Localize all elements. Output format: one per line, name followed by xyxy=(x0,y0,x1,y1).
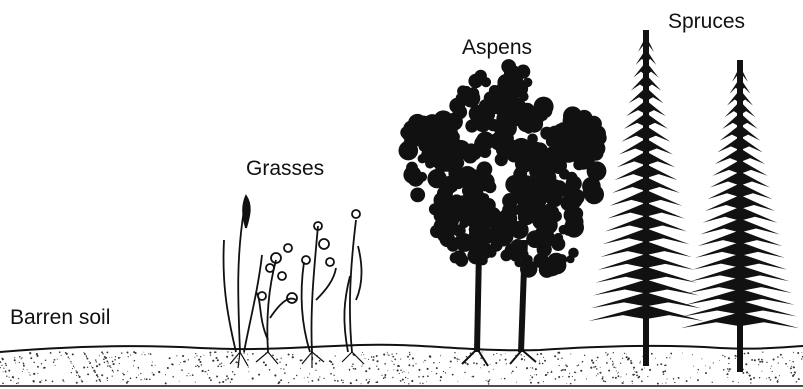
grasses-group xyxy=(224,196,365,368)
spruce-tree xyxy=(680,60,799,372)
barren-soil-label: Barren soil xyxy=(10,306,110,330)
aspen-canopy xyxy=(399,59,607,278)
spruces-group xyxy=(588,30,799,372)
grass-plant xyxy=(342,210,364,364)
aspens-label: Aspens xyxy=(462,36,532,60)
aspen-roots xyxy=(462,350,536,366)
aspens-group xyxy=(399,59,607,366)
aspen-trunk xyxy=(474,250,482,352)
grass-plant xyxy=(224,196,263,368)
soil-speckle xyxy=(0,351,803,385)
grasses-label: Grasses xyxy=(246,157,324,181)
flowering-plant xyxy=(256,244,297,364)
spruces-label: Spruces xyxy=(668,10,745,34)
ground-surface-line xyxy=(0,345,803,352)
ground xyxy=(0,345,803,386)
